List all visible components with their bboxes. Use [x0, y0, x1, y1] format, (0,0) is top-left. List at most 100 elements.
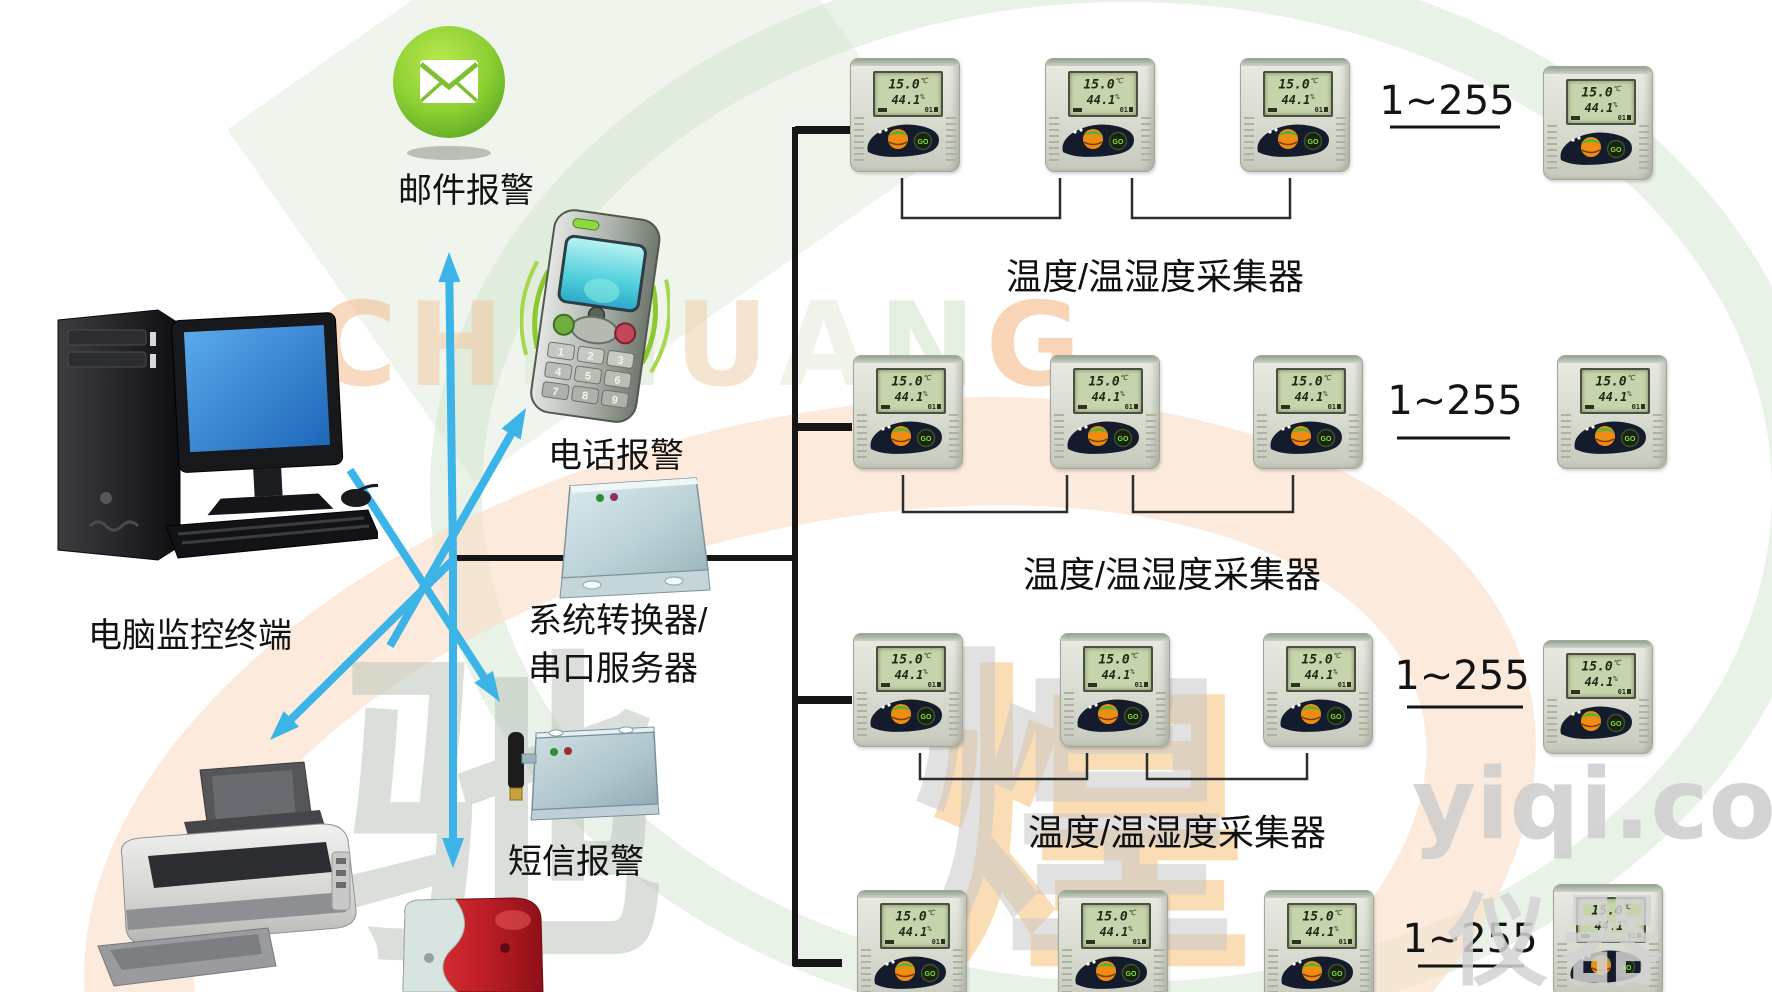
address-range-label: 1~255 — [1394, 653, 1530, 699]
go-button-label: GO — [1331, 714, 1342, 721]
device-top-cap — [1051, 356, 1159, 363]
control-panel: GO — [1574, 421, 1646, 454]
converter-icon — [559, 477, 711, 599]
lcd-display: 15.0℃ 44.1% 01 — [1276, 368, 1346, 414]
watermark-site: yiqi.com — [1412, 748, 1772, 862]
go-button — [1620, 428, 1640, 448]
email-icon — [393, 26, 505, 160]
battery-icon — [1571, 689, 1580, 694]
vent-left — [1268, 949, 1278, 992]
vent-left — [1557, 943, 1567, 991]
converter-label-line1: 系统转换器/ — [528, 602, 708, 640]
device-top-cap — [1558, 356, 1666, 363]
vent-left — [1054, 414, 1064, 462]
collector-device: 15.0℃ 44.1% 01 GO — [850, 58, 960, 172]
collector-device: 15.0℃ 44.1% 01 GO — [1050, 355, 1160, 469]
vent-right — [1336, 117, 1346, 165]
go-button — [1606, 713, 1626, 733]
lcd-status: 01 — [932, 938, 945, 946]
battery-icon — [1291, 682, 1300, 687]
control-panel: GO — [1062, 124, 1134, 157]
battery-icon — [1281, 404, 1290, 409]
vent-left — [854, 117, 864, 165]
siren-icon — [393, 896, 547, 992]
battery-icon — [1078, 404, 1087, 409]
computer-label: 电脑监控终端 — [88, 617, 292, 655]
lcd-status: 01 — [1338, 681, 1351, 689]
go-button — [1303, 131, 1323, 151]
address-range-label: 1~255 — [1387, 378, 1523, 424]
converter-label-line2: 串口服务器 — [528, 650, 698, 688]
lcd-display: 15.0℃ 44.1% 01 — [1073, 368, 1143, 414]
vent-left — [857, 414, 867, 462]
go-button — [1606, 139, 1626, 159]
control-panel: GO — [1077, 699, 1149, 732]
control-panel: GO — [867, 124, 939, 157]
collector-device: 15.0℃ 44.1% 01 GO — [853, 633, 963, 747]
vent-right — [1360, 949, 1370, 992]
go-button-label: GO — [1126, 971, 1137, 978]
collector-device: 15.0℃ 44.1% 01 GO — [853, 355, 963, 469]
go-button — [1316, 428, 1336, 448]
lcd-display: 15.0℃ 44.1% 01 — [876, 368, 946, 414]
vent-left — [1547, 125, 1557, 173]
go-button — [1113, 428, 1133, 448]
computer-icon — [57, 309, 391, 561]
go-button-label: GO — [921, 714, 932, 721]
go-button-label: GO — [1113, 139, 1124, 146]
lcd-status: 01 — [1133, 938, 1146, 946]
device-top-cap — [1544, 641, 1652, 648]
battery-icon — [1088, 682, 1097, 687]
battery-icon — [1571, 115, 1580, 120]
device-top-cap — [858, 891, 966, 898]
vent-right — [1154, 949, 1164, 992]
device-top-cap — [854, 356, 962, 363]
control-panel: GO — [1257, 124, 1329, 157]
lcd-display: 15.0℃ 44.1% 01 — [1083, 646, 1153, 692]
control-panel: GO — [870, 421, 942, 454]
lcd-display: 15.0℃ 44.1% 01 — [1287, 903, 1357, 949]
control-panel: GO — [1560, 706, 1632, 739]
vent-left — [857, 692, 867, 740]
lcd-display: 15.0℃ 44.1% 01 — [1068, 71, 1138, 117]
go-button-label: GO — [1128, 714, 1139, 721]
go-button — [1326, 706, 1346, 726]
vent-right — [1639, 125, 1649, 173]
device-top-cap — [1241, 59, 1349, 66]
lcd-status: 01 — [1135, 681, 1148, 689]
printer-icon — [88, 760, 368, 992]
control-panel: GO — [874, 956, 946, 989]
vent-right — [953, 949, 963, 992]
lcd-status: 01 — [1315, 106, 1328, 114]
lcd-status: 01 — [1339, 938, 1352, 946]
vent-right — [1359, 692, 1369, 740]
device-top-cap — [1554, 885, 1662, 892]
go-button — [1616, 957, 1636, 977]
converter-group — [548, 472, 720, 609]
vent-right — [1349, 414, 1359, 462]
computer-group — [38, 298, 391, 579]
collector-device: 15.0℃ 44.1% 01 GO — [1253, 355, 1363, 469]
device-top-cap — [1061, 634, 1169, 641]
lcd-display: 15.0℃ 44.1% 01 — [880, 903, 950, 949]
collector-device: 15.0℃ 44.1% 01 GO — [1543, 640, 1653, 754]
go-button-label: GO — [1321, 436, 1332, 443]
control-panel: GO — [1281, 956, 1353, 989]
collector-device: 15.0℃ 44.1% 01 GO — [1263, 633, 1373, 747]
phone-alarm-label: 电话报警 — [548, 437, 684, 475]
go-button-label: GO — [1625, 436, 1636, 443]
collector-device: 15.0℃ 44.1% 01 GO — [1045, 58, 1155, 172]
collector-section-label: 温度/温湿度采集器 — [1022, 554, 1322, 595]
sms-alarm-label: 短信报警 — [508, 843, 644, 881]
lcd-status: 01 — [1618, 688, 1631, 696]
go-button — [916, 706, 936, 726]
collector-device: 15.0℃ 44.1% 01 GO — [1553, 884, 1663, 992]
control-panel: GO — [1280, 699, 1352, 732]
lcd-display: 15.0℃ 44.1% 01 — [1576, 897, 1646, 943]
range-underlines — [1390, 125, 1524, 968]
collector-section-label: 温度/温湿度采集器 — [1005, 256, 1305, 297]
lcd-status: 01 — [1632, 403, 1645, 411]
lcd-display: 15.0℃ 44.1% 01 — [1580, 368, 1650, 414]
vent-left — [1267, 692, 1277, 740]
lcd-display: 15.0℃ 44.1% 01 — [1566, 653, 1636, 699]
